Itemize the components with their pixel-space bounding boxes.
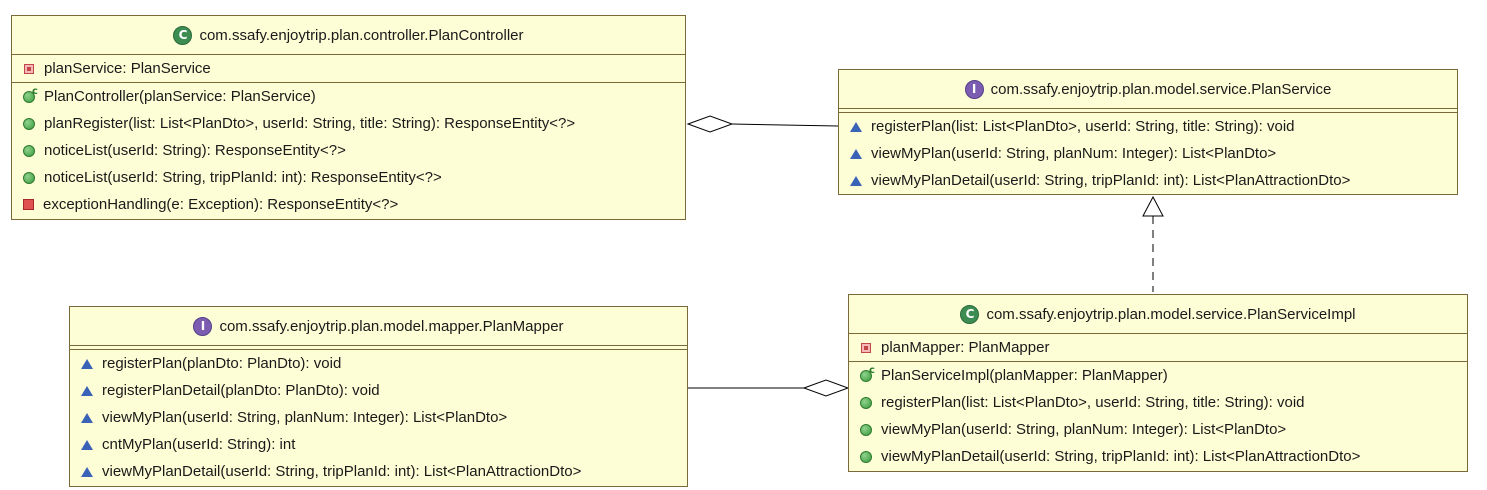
methods-section: registerPlan(planDto: PlanDto): void reg… [70, 350, 687, 485]
methods-section: registerPlan(list: List<PlanDto>, userId… [839, 113, 1457, 194]
public-method-icon [860, 450, 872, 463]
method-label: viewMyPlanDetail(userId: String, tripPla… [871, 172, 1351, 189]
method-row[interactable]: registerPlan(planDto: PlanDto): void [70, 350, 687, 377]
realization-impl-service [1142, 195, 1164, 292]
method-row[interactable]: viewMyPlan(userId: String, planNum: Inte… [70, 404, 687, 431]
method-label: viewMyPlanDetail(userId: String, tripPla… [102, 463, 582, 480]
public-method-icon [23, 171, 35, 184]
method-label: viewMyPlan(userId: String, planNum: Inte… [881, 421, 1287, 438]
method-label: PlanServiceImpl(planMapper: PlanMapper) [881, 367, 1168, 384]
empty-fields-section [839, 109, 1457, 113]
method-row[interactable]: noticeList(userId: String, tripPlanId: i… [12, 164, 685, 191]
method-row[interactable]: c PlanServiceImpl(planMapper: PlanMapper… [849, 362, 1467, 389]
class-header: I com.ssafy.enjoytrip.plan.model.service… [839, 70, 1457, 109]
method-label: viewMyPlan(userId: String, planNum: Inte… [102, 409, 508, 426]
public-method-icon [23, 117, 35, 130]
class-title: com.ssafy.enjoytrip.plan.controller.Plan… [199, 26, 524, 44]
class-header: I com.ssafy.enjoytrip.plan.model.mapper.… [70, 307, 687, 346]
empty-fields-section [70, 346, 687, 350]
method-row[interactable]: noticeList(userId: String): ResponseEnti… [12, 137, 685, 164]
method-row[interactable]: exceptionHandling(e: Exception): Respons… [12, 191, 685, 218]
method-label: exceptionHandling(e: Exception): Respons… [43, 196, 399, 213]
abstract-method-icon [81, 385, 93, 396]
plan-controller-class[interactable]: C com.ssafy.enjoytrip.plan.controller.Pl… [11, 15, 686, 220]
class-title: com.ssafy.enjoytrip.plan.model.service.P… [990, 80, 1332, 98]
abstract-method-icon [81, 358, 93, 369]
abstract-method-icon [850, 175, 862, 186]
methods-section: c PlanController(planService: PlanServic… [12, 83, 685, 218]
class-type-icon: C [960, 304, 980, 324]
method-label: noticeList(userId: String): ResponseEnti… [44, 142, 346, 159]
method-label: PlanController(planService: PlanService) [44, 88, 316, 105]
method-label: viewMyPlanDetail(userId: String, tripPla… [881, 448, 1361, 465]
method-row[interactable]: registerPlanDetail(planDto: PlanDto): vo… [70, 377, 687, 404]
plan-mapper-interface[interactable]: I com.ssafy.enjoytrip.plan.model.mapper.… [69, 306, 688, 487]
public-method-icon [860, 423, 872, 436]
field-row[interactable]: planMapper: PlanMapper [849, 334, 1467, 361]
interface-type-icon: I [193, 316, 213, 336]
private-method-icon [23, 199, 34, 210]
public-method-icon [860, 396, 872, 409]
method-row[interactable]: viewMyPlanDetail(userId: String, tripPla… [70, 458, 687, 485]
fields-section: planService: PlanService [12, 55, 685, 83]
method-row[interactable]: viewMyPlan(userId: String, planNum: Inte… [839, 140, 1457, 167]
method-label: cntMyPlan(userId: String): int [102, 436, 296, 453]
method-label: planRegister(list: List<PlanDto>, userId… [44, 115, 576, 132]
method-row[interactable]: viewMyPlanDetail(userId: String, tripPla… [839, 167, 1457, 194]
methods-section: c PlanServiceImpl(planMapper: PlanMapper… [849, 362, 1467, 470]
method-row[interactable]: planRegister(list: List<PlanDto>, userId… [12, 110, 685, 137]
field-row[interactable]: planService: PlanService [12, 55, 685, 82]
class-header: C com.ssafy.enjoytrip.plan.model.service… [849, 295, 1467, 334]
class-title: com.ssafy.enjoytrip.plan.model.mapper.Pl… [219, 317, 564, 335]
constructor-icon: c [23, 86, 38, 103]
interface-type-icon: I [964, 79, 984, 99]
private-field-icon [861, 342, 871, 353]
method-row[interactable]: registerPlan(list: List<PlanDto>, userId… [849, 389, 1467, 416]
field-label: planMapper: PlanMapper [881, 339, 1050, 356]
method-label: noticeList(userId: String, tripPlanId: i… [44, 169, 442, 186]
method-label: viewMyPlan(userId: String, planNum: Inte… [871, 145, 1277, 162]
public-method-icon [23, 144, 35, 157]
abstract-method-icon [81, 466, 93, 477]
method-row[interactable]: viewMyPlanDetail(userId: String, tripPla… [849, 443, 1467, 470]
method-label: registerPlan(planDto: PlanDto): void [102, 355, 342, 372]
method-row[interactable]: c PlanController(planService: PlanServic… [12, 83, 685, 110]
field-label: planService: PlanService [44, 60, 211, 77]
constructor-icon: c [860, 365, 875, 382]
method-row[interactable]: registerPlan(list: List<PlanDto>, userId… [839, 113, 1457, 140]
abstract-method-icon [850, 148, 862, 159]
class-header: C com.ssafy.enjoytrip.plan.controller.Pl… [12, 16, 685, 55]
plan-service-impl-class[interactable]: C com.ssafy.enjoytrip.plan.model.service… [848, 294, 1468, 472]
method-row[interactable]: cntMyPlan(userId: String): int [70, 431, 687, 458]
aggregation-impl-mapper [688, 379, 850, 397]
abstract-method-icon [81, 412, 93, 423]
method-label: registerPlan(list: List<PlanDto>, userId… [871, 118, 1295, 135]
class-title: com.ssafy.enjoytrip.plan.model.service.P… [986, 305, 1356, 323]
abstract-method-icon [850, 121, 862, 132]
class-type-icon: C [173, 25, 193, 45]
method-label: registerPlan(list: List<PlanDto>, userId… [881, 394, 1305, 411]
method-row[interactable]: viewMyPlan(userId: String, planNum: Inte… [849, 416, 1467, 443]
method-label: registerPlanDetail(planDto: PlanDto): vo… [102, 382, 380, 399]
private-field-icon [24, 63, 34, 74]
aggregation-controller-service [686, 115, 839, 133]
abstract-method-icon [81, 439, 93, 450]
plan-service-interface[interactable]: I com.ssafy.enjoytrip.plan.model.service… [838, 69, 1458, 195]
fields-section: planMapper: PlanMapper [849, 334, 1467, 362]
